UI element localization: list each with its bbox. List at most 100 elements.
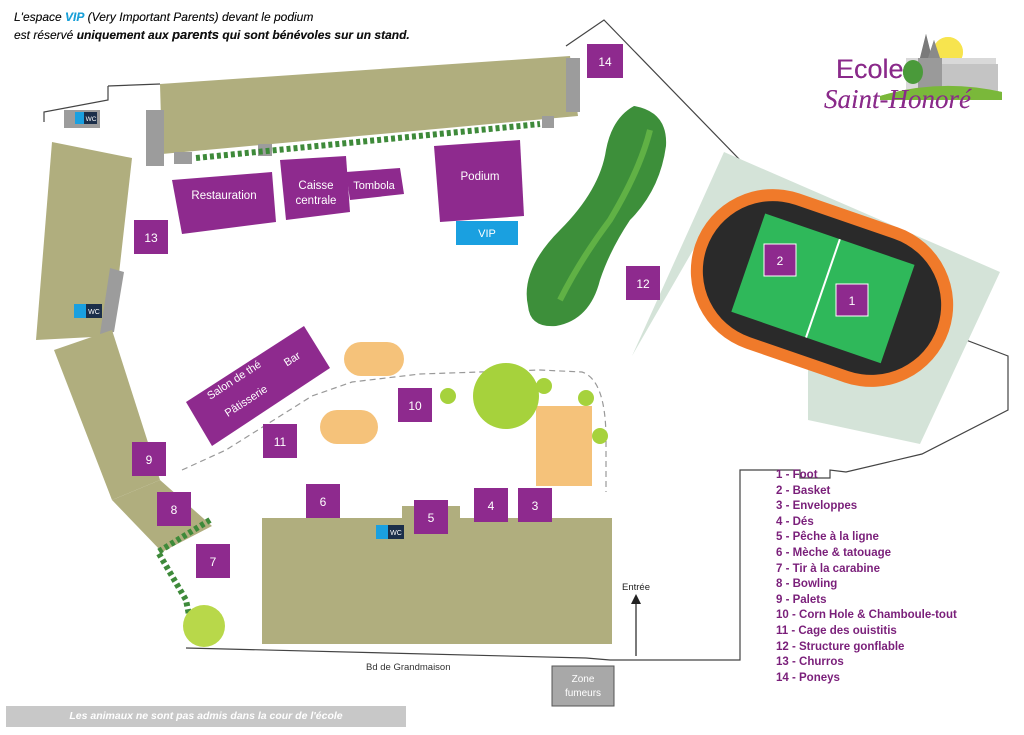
school-logo-icon: Ecole Saint-Honoré (824, 34, 1002, 114)
legend: 1 - Foot 2 - Basket 3 - Enveloppes 4 - D… (776, 468, 957, 686)
marker-number: 8 (171, 503, 178, 517)
zone-podium (434, 140, 524, 222)
vip-notice: L'espace VIP (Very Important Parents) de… (14, 9, 410, 44)
building-bottom (262, 506, 612, 644)
marker-number: 13 (144, 231, 158, 245)
label-vip: VIP (478, 228, 496, 240)
marker-8: 8 (157, 492, 191, 526)
label-restauration: Restauration (191, 190, 256, 202)
zone-restauration (172, 172, 276, 234)
legend-item: 3 - Enveloppes (776, 500, 858, 513)
legend-item: 4 - Dés (776, 515, 814, 528)
notice-line-1: L'espace VIP (Very Important Parents) de… (14, 10, 314, 24)
legend-item: 12 - Structure gonflable (776, 640, 905, 653)
label-tombola: Tombola (353, 180, 395, 192)
building-annex (146, 110, 164, 166)
footer-text: Les animaux ne sont pas admis dans la co… (69, 710, 343, 722)
zone-caisse-centrale (280, 156, 350, 220)
marker-number: 10 (408, 399, 422, 413)
walking-path (181, 369, 607, 492)
hedge (153, 517, 212, 621)
sand-area (536, 406, 592, 486)
legend-item: 5 - Pêche à la ligne (776, 531, 879, 544)
marker-13: 13 (134, 220, 168, 254)
marker-6: 6 (306, 484, 340, 518)
tree-line (526, 106, 667, 327)
wc-marker: WC (376, 525, 404, 539)
marker-3: 3 (518, 488, 552, 522)
legend-item: 8 - Bowling (776, 578, 838, 591)
wc-marker: WC (75, 112, 97, 124)
hedge (195, 121, 541, 161)
marker-12: 12 (626, 266, 660, 300)
marker-14: 14 (587, 44, 623, 78)
sand-area (320, 410, 378, 444)
building-annex (566, 58, 580, 112)
school-logo: Ecole Saint-Honoré (820, 28, 1005, 118)
tree (183, 605, 225, 647)
legend-item: 10 - Corn Hole & Chamboule-tout (776, 609, 957, 622)
legend-item: 13 - Churros (776, 656, 844, 669)
notice-line-2: est réservé uniquement aux parents qui s… (14, 27, 410, 42)
marker-number: 7 (210, 555, 217, 569)
smoking-zone-line1: Zone (572, 674, 595, 685)
marker-1: 1 (835, 283, 869, 317)
marker-number: 12 (636, 277, 650, 291)
sports-track (690, 189, 954, 387)
marker-number: 1 (849, 294, 856, 308)
vip-notice: L'espace VIP (Very Important Parents) de… (14, 9, 410, 44)
marker-4: 4 (474, 488, 508, 522)
marker-number: 5 (428, 511, 435, 525)
marker-10: 10 (398, 388, 432, 422)
label-caisse-line1: Caisse (298, 180, 333, 192)
building-annex (174, 152, 192, 164)
marker-number: 14 (598, 55, 612, 69)
marker-5: 5 (414, 500, 448, 534)
zone-tombola (346, 168, 404, 200)
wc-label: WC (390, 530, 402, 537)
arrow-up-icon (631, 594, 641, 604)
tree (440, 388, 456, 404)
marker-2: 2 (763, 243, 797, 277)
legend-item: 9 - Palets (776, 593, 827, 606)
legend-item: 7 - Tir à la carabine (776, 562, 880, 575)
tree (592, 428, 608, 444)
zone-salon-bar (186, 326, 330, 446)
boundary-line (185, 647, 587, 659)
logo-name: Saint-Honoré (824, 84, 972, 114)
marker-number: 9 (146, 453, 153, 467)
boundary-line (43, 86, 109, 122)
marker-7: 7 (196, 544, 230, 578)
wc-marker: WC (74, 304, 102, 318)
logo-ecole: Ecole (836, 54, 904, 84)
marker-number: 3 (532, 499, 539, 513)
boundary-line (107, 83, 161, 87)
notice-line-1: L'espace VIP (Very Important Parents) de… (14, 10, 314, 24)
label-entrance: Entrée (622, 582, 650, 593)
street-name: Bd de Grandmaison (366, 662, 451, 673)
wc-label: WC (86, 116, 97, 123)
marker-number: 4 (488, 499, 495, 513)
label-podium: Podium (461, 171, 500, 183)
building-top (160, 56, 578, 154)
tree (536, 378, 552, 394)
marker-number: 11 (274, 435, 287, 449)
smoking-zone (551, 665, 615, 707)
label-caisse-line2: centrale (296, 195, 337, 207)
marker-number: 2 (777, 254, 784, 268)
legend-item: 11 - Cage des ouistitis (776, 624, 897, 637)
building-annex (542, 116, 554, 128)
wc-label: WC (88, 309, 100, 316)
logo-ecole: Ecole (836, 54, 904, 84)
legend-item: 2 - Basket (776, 484, 831, 497)
legend-item: 6 - Mèche & tatouage (776, 546, 892, 559)
marker-11: 11 (263, 424, 297, 458)
tree (473, 363, 539, 429)
legend-item: 1 - Foot (776, 469, 818, 481)
tree (578, 390, 594, 406)
footer-banner: Les animaux ne sont pas admis dans la co… (6, 706, 406, 727)
tree-line (557, 129, 653, 302)
legend-item: 14 - Poneys (776, 671, 840, 684)
sand-area (344, 342, 404, 376)
